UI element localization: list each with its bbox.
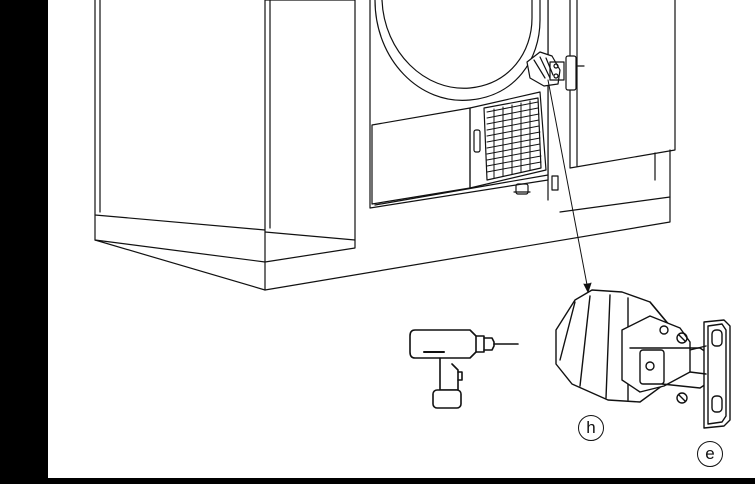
hinge-small [526, 51, 585, 91]
vent-grille [486, 100, 542, 179]
drill-icon [409, 329, 519, 409]
tumble-dryer [369, 0, 559, 209]
label-h-callout: h [578, 415, 604, 441]
page-border-left [0, 0, 48, 484]
label-e-callout: e [697, 441, 723, 467]
page-border-bottom [0, 478, 755, 484]
hinge-detail [555, 289, 731, 429]
cabinet-unit [94, 0, 676, 291]
